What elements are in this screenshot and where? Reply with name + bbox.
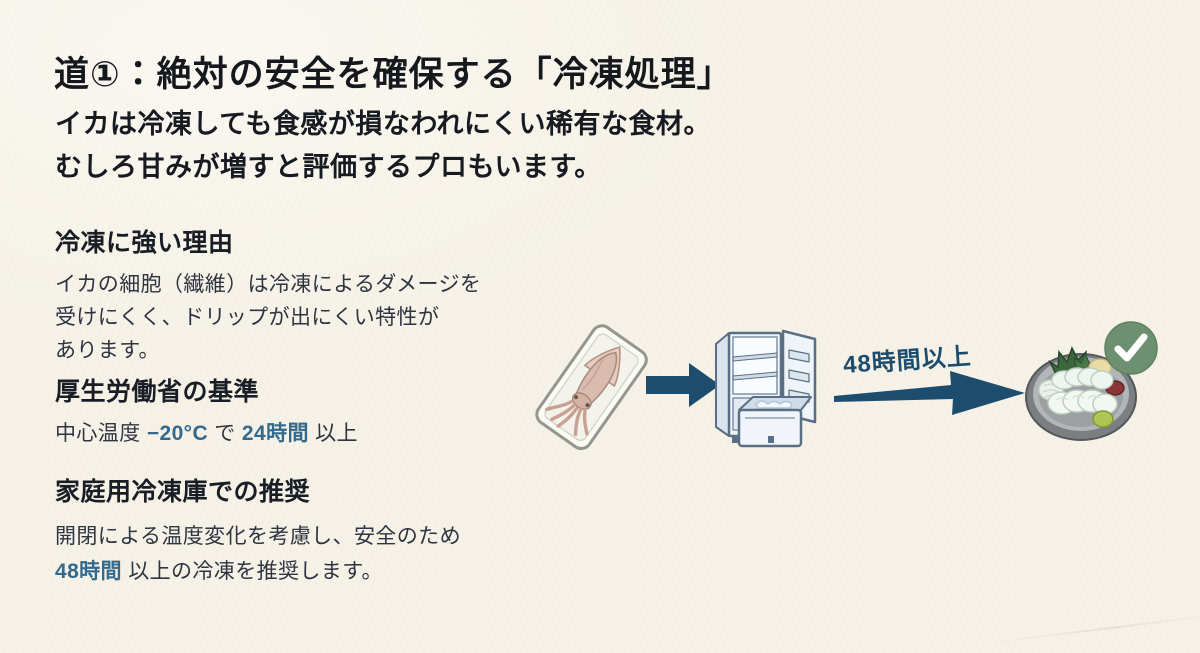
section-ministry-standard: 厚生労働省の基準 中心温度 −20°C で 24時間 以上 — [55, 377, 358, 450]
section-heading-freeze-tolerance: 冷凍に強い理由 — [55, 229, 234, 257]
paper-crease-decoration — [980, 611, 1200, 645]
section-body-ministry-standard: 中心温度 −20°C で 24時間 以上 — [55, 417, 358, 450]
arrow-right-icon — [646, 363, 720, 407]
arrow-duration-label: 48時間以上 — [842, 343, 973, 379]
slide-subtitle: イカは冷凍しても食感が損なわれにくい稀有な食材。 むしろ甘みが増すと評価するプロ… — [55, 103, 711, 189]
home-duration-value: 48時間 — [55, 560, 122, 583]
section-heading-ministry-standard: 厚生労働省の基準 — [55, 378, 260, 406]
body-line: 中心温度 −20°C で 24時間 以上 — [55, 417, 358, 450]
subtitle-line-1: イカは冷凍しても食感が損なわれにくい稀有な食材。 — [55, 109, 711, 139]
body-line: 開閉による温度変化を考慮し、安全のため — [55, 525, 461, 548]
body-line: 受けにくく、ドリップが出にくい特性が — [55, 306, 440, 329]
packed-squid-icon — [535, 324, 648, 451]
page-title: 道①：絶対の安全を確保する「冷凍処理」 — [54, 55, 733, 94]
section-home-freezer: 家庭用冷凍庫での推奨 開閉による温度変化を考慮し、安全のため 48時間 以上の冷… — [55, 477, 461, 589]
section-heading-home-freezer: 家庭用冷凍庫での推奨 — [55, 478, 311, 506]
check-badge-icon — [1104, 321, 1158, 375]
body-line: あります。 — [55, 339, 160, 362]
standard-duration-value: 24時間 — [241, 422, 309, 445]
section-body-home-freezer: 開閉による温度変化を考慮し、安全のため 48時間 以上の冷凍を推奨します。 — [55, 519, 461, 589]
body-line: イカの細胞（繊維）は冷凍によるダメージを — [55, 273, 482, 296]
standard-temperature-value: −20°C — [146, 422, 209, 445]
section-freeze-tolerance: 冷凍に強い理由 イカの細胞（繊維）は冷凍によるダメージを 受けにくく、ドリップが… — [55, 228, 481, 367]
section-body-freeze-tolerance: イカの細胞（繊維）は冷凍によるダメージを 受けにくく、ドリップが出にくい特性が … — [55, 268, 481, 367]
standard-prefix: 中心温度 — [55, 422, 147, 445]
freezer-icon — [715, 329, 817, 448]
home-line-rest: 以上の冷凍を推奨します。 — [121, 560, 383, 583]
sashimi-plate-icon — [1025, 346, 1137, 441]
standard-suffix: 以上 — [308, 422, 358, 445]
subtitle-line-2: むしろ甘みが増すと評価するプロもいます。 — [55, 152, 602, 182]
tapered-arrow-icon — [834, 371, 1025, 415]
standard-middle: で — [208, 422, 242, 445]
body-line: 48時間 以上の冷凍を推奨します。 — [55, 554, 461, 589]
